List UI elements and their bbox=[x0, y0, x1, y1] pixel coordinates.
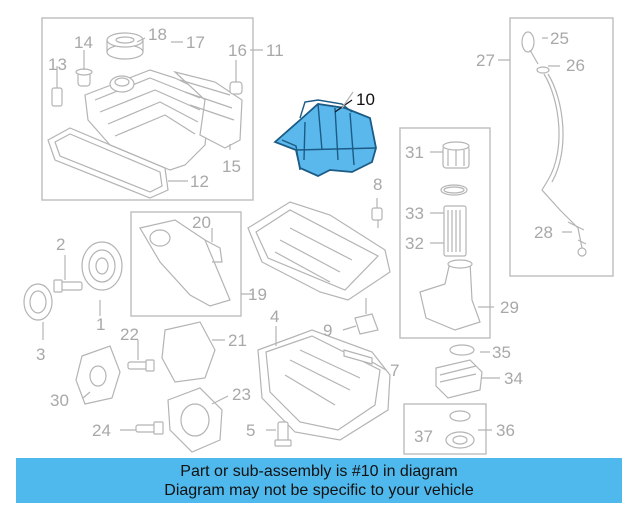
small-grommet-14 bbox=[75, 68, 93, 87]
pulley-bolt-2 bbox=[53, 279, 83, 293]
callout-29: 29 bbox=[500, 298, 519, 317]
callout-15: 15 bbox=[222, 157, 241, 176]
clip-20 bbox=[204, 239, 223, 263]
oil-pan-upper bbox=[247, 201, 391, 301]
callout-32: 32 bbox=[405, 234, 424, 253]
callout-7: 7 bbox=[390, 361, 399, 380]
bracket-21 bbox=[161, 321, 216, 383]
callout-28: 28 bbox=[534, 223, 553, 242]
callout-9: 9 bbox=[323, 321, 332, 340]
bolt-22 bbox=[127, 359, 155, 372]
valve-cover-gasket bbox=[47, 127, 169, 199]
o-ring-33 bbox=[440, 184, 468, 196]
callout-23: 23 bbox=[232, 385, 251, 404]
callout-18: 18 bbox=[148, 25, 167, 44]
dipstick-handle-25 bbox=[521, 31, 539, 65]
callout-10: 10 bbox=[356, 90, 375, 109]
valve-cover-assembly bbox=[84, 69, 243, 171]
dipstick-group-box bbox=[509, 17, 614, 277]
baffle-strip-7 bbox=[343, 349, 373, 365]
leader-lines bbox=[42, 37, 572, 431]
breather-16 bbox=[229, 76, 243, 95]
callout-13: 13 bbox=[48, 55, 67, 74]
callout-33: 33 bbox=[405, 204, 424, 223]
callout-12: 12 bbox=[190, 172, 209, 191]
seal-3 bbox=[23, 283, 53, 321]
valve-cover-group-box bbox=[41, 17, 254, 201]
oil-filter-cap-31 bbox=[442, 141, 470, 169]
seal-plate-23 bbox=[167, 387, 223, 453]
seal-37 bbox=[445, 410, 475, 449]
sensor-13 bbox=[51, 80, 63, 107]
callout-17: 17 bbox=[186, 33, 205, 52]
parts-diagram: 14 13 18 17 16 11 15 12 10 27 25 26 28 3… bbox=[23, 17, 614, 455]
oil-level-sensor-9 bbox=[354, 298, 379, 335]
callout-3: 3 bbox=[36, 345, 45, 364]
callout-5: 5 bbox=[246, 421, 255, 440]
callout-31: 31 bbox=[405, 143, 424, 162]
callout-19: 19 bbox=[248, 285, 267, 304]
callout-24: 24 bbox=[92, 421, 111, 440]
oil-filter-group-box bbox=[399, 127, 491, 339]
callout-35: 35 bbox=[492, 343, 511, 362]
filter-element-32 bbox=[443, 205, 467, 257]
callout-1: 1 bbox=[96, 315, 105, 334]
seal-35 bbox=[449, 344, 475, 356]
dipstick-tube-27 bbox=[541, 73, 583, 249]
filter-housing-29 bbox=[419, 259, 481, 331]
callout-16: 16 bbox=[228, 41, 247, 60]
oil-filler-cap bbox=[106, 32, 144, 60]
callout-11: 11 bbox=[266, 41, 284, 60]
caption-line-1: Part or sub-assembly is #10 in diagram bbox=[180, 463, 458, 480]
timing-cover-19 bbox=[139, 219, 231, 307]
callout-27: 27 bbox=[476, 51, 495, 70]
seal-kit-group-box bbox=[403, 403, 487, 455]
callout-14: 14 bbox=[74, 33, 93, 52]
callout-34: 34 bbox=[504, 369, 523, 388]
callout-30: 30 bbox=[50, 391, 69, 410]
tube-bracket-28 bbox=[567, 221, 587, 257]
timing-cover-group-box bbox=[130, 211, 242, 317]
callout-21: 21 bbox=[228, 331, 247, 350]
callout-36: 36 bbox=[496, 421, 515, 440]
callout-8: 8 bbox=[373, 175, 382, 194]
callout-26: 26 bbox=[566, 56, 585, 75]
callout-20: 20 bbox=[192, 213, 211, 232]
oil-cooler-34 bbox=[435, 359, 483, 399]
info-caption-banner: Part or sub-assembly is #10 in diagram D… bbox=[16, 458, 622, 503]
callout-4: 4 bbox=[270, 307, 279, 326]
callout-22: 22 bbox=[120, 325, 139, 344]
crank-pulley-1 bbox=[81, 241, 123, 291]
callout-2: 2 bbox=[56, 235, 65, 254]
callout-37: 37 bbox=[414, 427, 433, 446]
bolt-24 bbox=[135, 421, 164, 435]
caption-line-2: Diagram may not be specific to your vehi… bbox=[164, 482, 474, 499]
bolt-5 bbox=[274, 421, 292, 447]
cover-30 bbox=[75, 345, 121, 405]
drain-plug-8 bbox=[371, 198, 383, 221]
oil-baffle-part-10 bbox=[273, 99, 377, 177]
o-ring-26 bbox=[536, 66, 550, 74]
callout-25: 25 bbox=[550, 29, 569, 48]
